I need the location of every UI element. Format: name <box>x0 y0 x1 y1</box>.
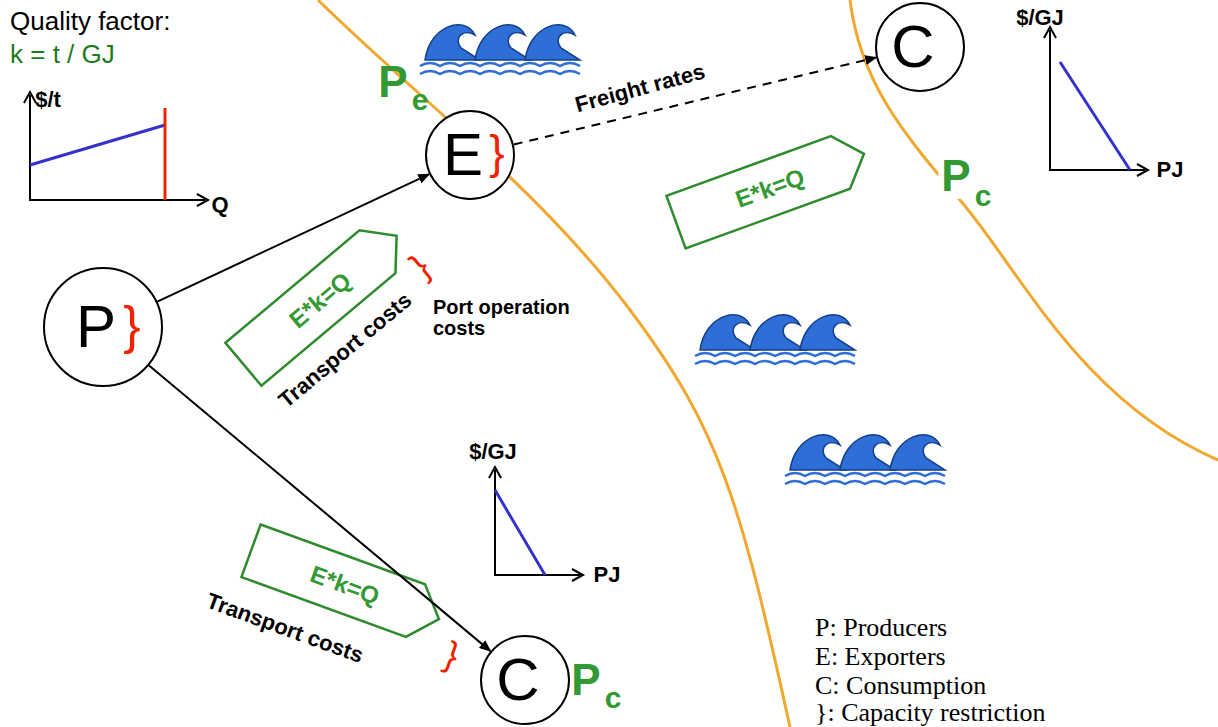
connector <box>149 365 490 651</box>
note-formula: k = t / GJ <box>10 41 115 68</box>
wave-crest <box>890 435 945 470</box>
flow-arrows <box>225 127 873 645</box>
connector <box>157 174 429 301</box>
connector <box>514 58 876 145</box>
capacity-brace: } <box>403 248 437 285</box>
capacity-brace: } <box>123 298 140 353</box>
node-circle: C <box>875 2 965 92</box>
node-letter: C <box>891 17 948 77</box>
price-subscript: c <box>972 180 995 212</box>
edge-label: Freight rates <box>570 59 710 117</box>
price-subscript: e <box>412 84 429 116</box>
wave-crest <box>840 435 895 470</box>
node-circle: C <box>480 635 570 725</box>
price-symbol: P <box>378 59 407 105</box>
capacity-brace: } <box>440 635 464 675</box>
wave-crest <box>700 315 755 350</box>
axis-label: PJ <box>594 563 621 586</box>
node-letter: E <box>443 125 497 185</box>
legend-text: E: Exporters <box>815 643 946 670</box>
node-circle: P <box>43 267 163 387</box>
axis-label: $/GJ <box>469 440 517 463</box>
axis-label: Q <box>211 193 228 216</box>
axis-label: $/t <box>35 88 61 111</box>
node-letter: C <box>496 650 553 710</box>
axis-label: PJ <box>1157 158 1184 181</box>
axis-label: $/GJ <box>1016 6 1064 29</box>
legend-text: C: Consumption <box>815 672 986 699</box>
note-text: Quality factor: <box>10 8 170 35</box>
legend-text: P: Producers <box>815 614 947 641</box>
legend-text: }: Capacity restriction <box>815 699 1046 726</box>
wave-crest <box>790 435 845 470</box>
price-symbol: P <box>938 153 973 199</box>
wave-line <box>785 481 945 484</box>
cost-label: Port operation costs <box>433 297 611 339</box>
price-subscript: c <box>605 682 622 714</box>
chart-axes <box>24 27 1148 581</box>
border-line <box>850 0 1218 460</box>
wave-line <box>695 353 855 356</box>
wave-crest <box>800 315 855 350</box>
demand-curve <box>1060 62 1130 170</box>
node-letter: P <box>76 297 130 357</box>
wave-crest <box>750 315 805 350</box>
demand-curve <box>495 490 545 575</box>
wave-crest <box>525 25 580 60</box>
wave-line <box>420 71 580 74</box>
wave-line <box>785 473 945 476</box>
cost-curve <box>30 125 165 165</box>
wave-line <box>420 63 580 66</box>
wave-crest <box>475 25 530 60</box>
wave-crest <box>425 25 480 60</box>
capacity-limit <box>164 108 167 200</box>
price-symbol: P <box>571 657 600 703</box>
waves <box>420 25 945 484</box>
wave-line <box>695 361 855 364</box>
capacity-brace: } <box>489 128 504 176</box>
